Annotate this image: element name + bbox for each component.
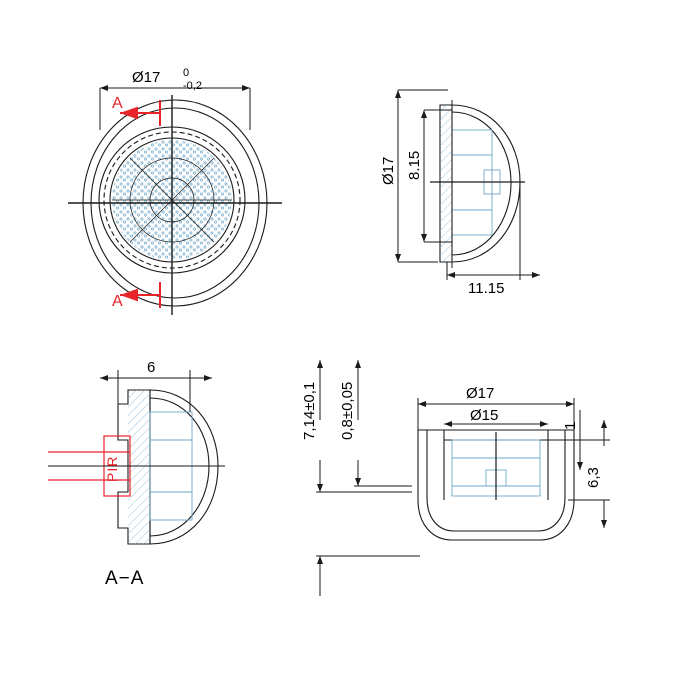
view-front-top-left [68, 95, 282, 315]
flange-hatch [440, 105, 452, 262]
section-label-bottom: A [112, 293, 123, 310]
section-label-top: A [112, 95, 123, 112]
dim-width-1115 [446, 182, 540, 280]
center-axes [68, 95, 282, 315]
dim-714-label: 7,14±0,1 [301, 382, 318, 440]
view-side-top-right [430, 100, 525, 268]
section-body-hatch [128, 390, 150, 544]
dim-6-label: 6 [147, 359, 155, 376]
dome-profile-inner [451, 111, 512, 256]
dim-bottom-extension [316, 555, 420, 596]
cs-outer-shell-inner [426, 430, 566, 532]
dim-08 [354, 360, 412, 487]
dim-diameter-label: Ø17 [132, 69, 160, 86]
dim-inner-height [421, 109, 452, 243]
dim-63-label: 6,3 [585, 467, 602, 488]
pir-label: PIR [104, 456, 120, 482]
section-dome [149, 389, 219, 545]
dim-height-17 [395, 89, 448, 263]
dim-1-label: 1 [562, 422, 579, 430]
dim-d17 [417, 398, 575, 430]
section-title-aa: A−A [105, 568, 144, 589]
view-cross-section-bottom-right [417, 429, 575, 541]
section-marker-bottom [120, 282, 161, 308]
dome-profile [451, 104, 521, 263]
dim-width-1115-label: 11.15 [468, 280, 504, 297]
section-marker-top [120, 100, 161, 126]
cs-outer-shell [417, 429, 575, 541]
dim-63 [568, 420, 610, 528]
dim-tolerance-lower: -0,2 [183, 80, 202, 92]
dim-height-17-label: Ø17 [380, 157, 397, 185]
section-dome-inner [149, 397, 210, 537]
dim-714 [316, 360, 412, 493]
dim-inner-height-label: 8.15 [406, 151, 423, 180]
dim-d17-label: Ø17 [466, 385, 494, 402]
dim-6 [100, 370, 212, 412]
dim-tolerance-upper: 0 [183, 67, 189, 79]
dim-diameter-17 [99, 85, 251, 130]
dim-08-label: 0,8±0,05 [339, 382, 356, 440]
view-section-bottom-left [48, 389, 225, 545]
dim-d15-label: Ø15 [470, 407, 498, 424]
